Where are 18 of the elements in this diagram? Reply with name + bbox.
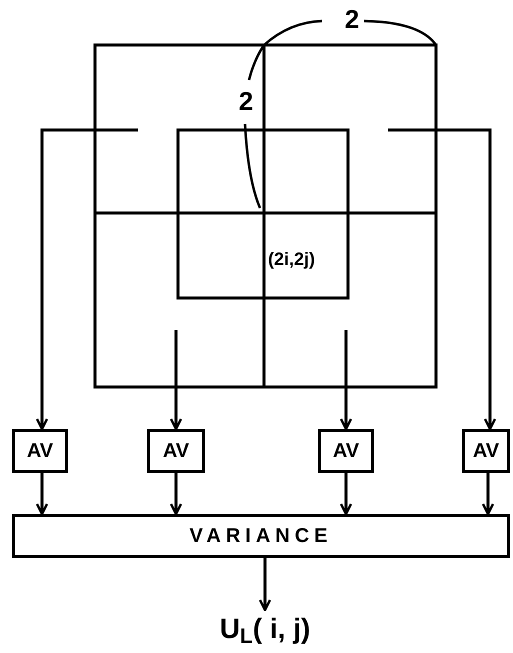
arrow [258, 558, 272, 612]
process-box: AV [12, 429, 68, 473]
dimension-label: 2 [344, 6, 360, 32]
arrow [388, 128, 496, 430]
output-label: U$_{L}$( i, j) [205, 610, 325, 648]
coordinate-label: (2i,2j) [268, 250, 316, 268]
arrow [36, 128, 138, 430]
process-box: VARIANCE [12, 514, 510, 558]
process-box: AV [462, 429, 510, 473]
process-box: AV [318, 429, 374, 473]
arrow [340, 473, 352, 516]
arrow [36, 473, 48, 516]
arrow [340, 330, 352, 430]
arrow [170, 330, 182, 430]
arrow [170, 473, 182, 516]
dimension-label: 2 [238, 88, 254, 114]
arrow [482, 473, 494, 516]
process-box: AV [147, 429, 205, 473]
